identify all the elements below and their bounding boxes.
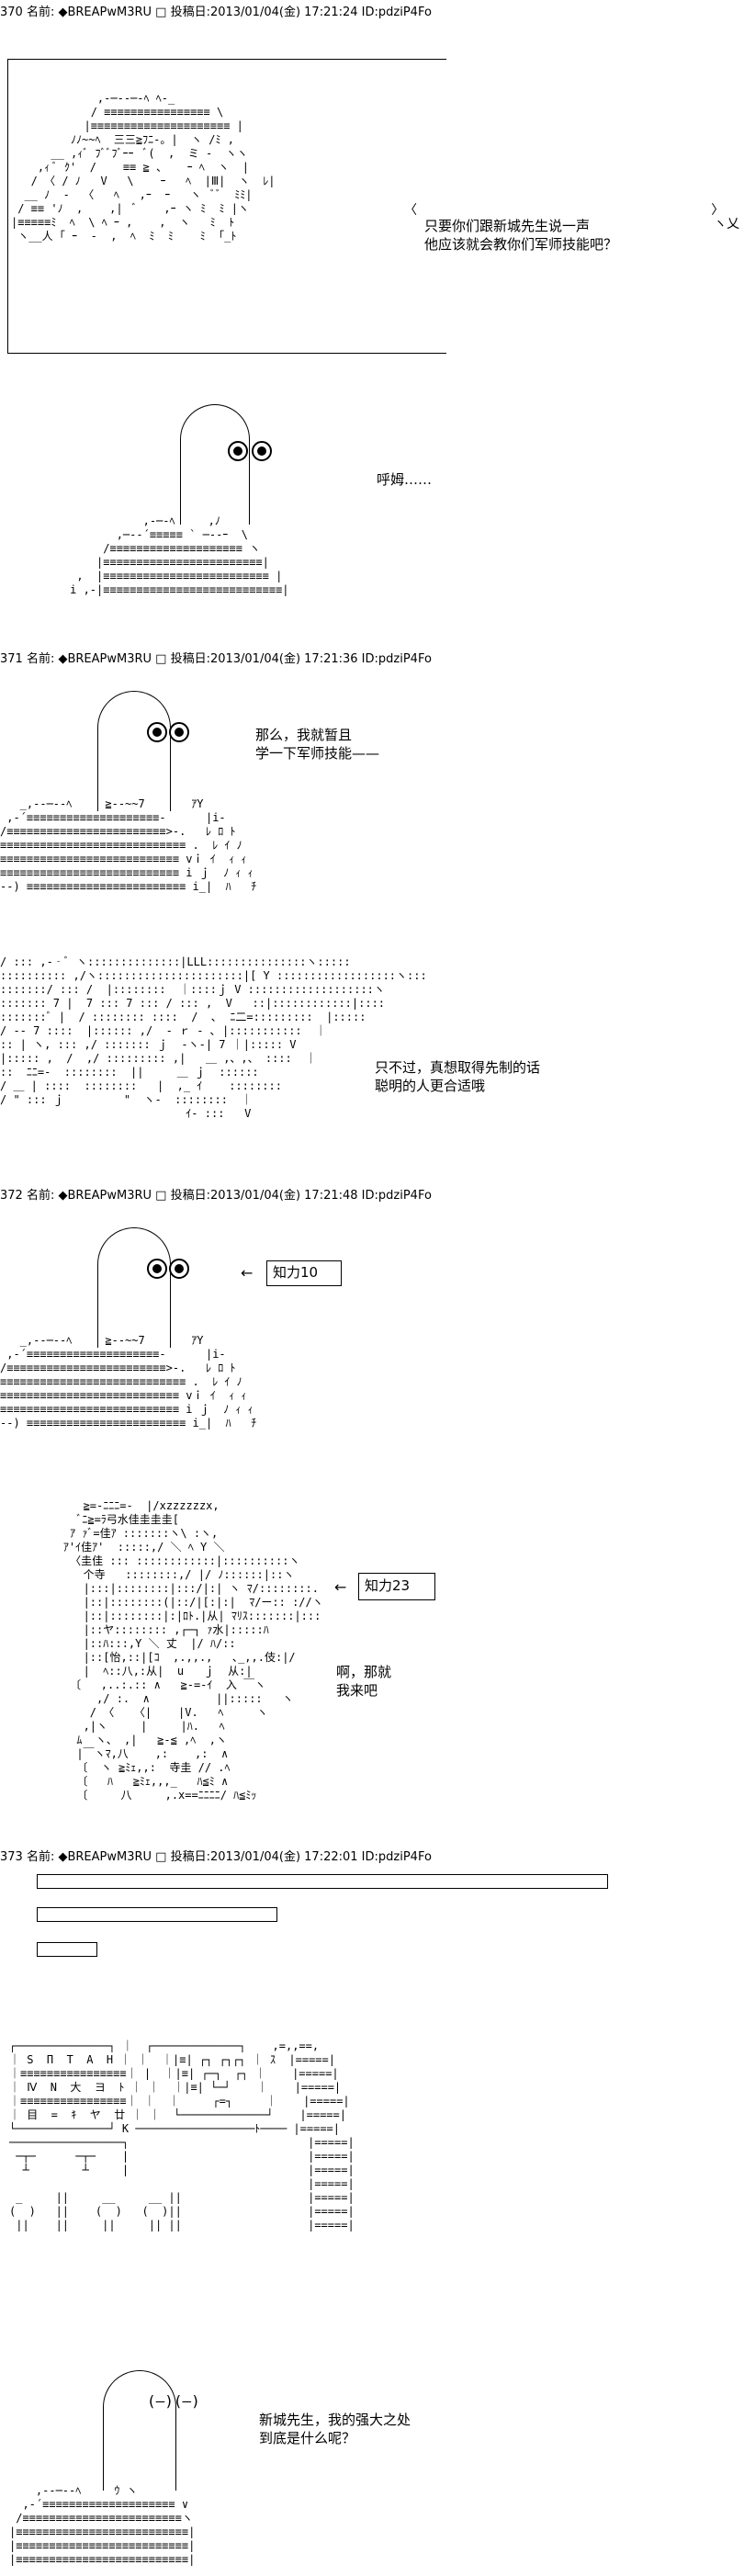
character-body-ascii: ,--─--ﾍ ｳ ヽ ,-´≡≡≡≡≡≡≡≡≡≡≡≡≡≡≡≡≡≡≡≡ ∨ /≡…: [9, 2484, 196, 2566]
speech-line: 那么，我就暂且: [255, 727, 353, 743]
stat-label: 知力10: [273, 1264, 319, 1281]
speech-line: 新城先生，我的强大之处: [259, 2412, 411, 2428]
character-eye: [169, 722, 189, 742]
speech-line: 啊，那就: [336, 1664, 392, 1680]
stat-box: 知力23: [358, 1573, 435, 1600]
post-header: 370 名前: ◆BREAPwM3RU □ 投稿日:2013/01/04(金) …: [0, 6, 432, 19]
stat-label: 知力23: [365, 1577, 411, 1594]
speech-line: 只不过，真想取得先制的话: [375, 1059, 541, 1076]
speech-line: 他应该就会教你们军师技能吧？: [424, 236, 618, 253]
speech-line: 到底是什么呢？: [259, 2430, 356, 2446]
character-eye: [147, 722, 167, 742]
speech-line: 我来吧: [336, 1682, 378, 1699]
scene-bar: [37, 1907, 277, 1922]
arrow-pointer: ←: [334, 1578, 347, 1596]
character-head: [97, 691, 171, 811]
speech-text: 呼姆……: [377, 471, 433, 488]
speech-line: 只要你们跟新城先生说一声: [424, 218, 591, 234]
post-header: 372 名前: ◆BREAPwM3RU □ 投稿日:2013/01/04(金) …: [0, 1189, 432, 1203]
character-eye: [169, 1259, 189, 1279]
stat-box: 知力10: [266, 1260, 342, 1286]
speech-line: 学一下军师技能——: [255, 745, 380, 762]
character-eye: [228, 441, 248, 461]
character-body-ascii: ,-─-ﾍ ,ﾉ ,─-‐´≡≡≡≡≡ ` ─--ｰ \ /≡≡≡≡≡≡≡≡≡≡…: [70, 514, 289, 596]
panel-left-border: [7, 59, 8, 353]
office-scene-ascii: ┌──────────────┐ ｜ ┌─────────────┐ ,=,,=…: [9, 2039, 355, 2231]
character-head: [103, 2370, 176, 2491]
speech-line: 聪明的人更合适哦: [375, 1078, 486, 1094]
speech-bubble-bracket: 〈 〉 ヽ乂: [404, 203, 740, 232]
scholar-character-ascii: / ::: ,-‐ﾞ ヽ::::::::::::::|LLL::::::::::…: [0, 955, 427, 1120]
panel-bottom-border: [7, 353, 446, 354]
character-closed-eyes: (‒)(‒): [147, 2392, 200, 2410]
panel-top-border: [7, 59, 446, 60]
character-eye: [252, 441, 272, 461]
character-eye: [147, 1259, 167, 1279]
girl-character-ascii: ≧=-ﾆﾆﾆ=- |/xzzzzzzx, ﾞﾆ≧=ﾗ弓水佳圭圭圭[ ｱ ｧﾞ=佳…: [62, 1499, 323, 1802]
scene-bar: [37, 1874, 608, 1889]
character-body-ascii: _,--─--ﾍ ≧--~~7 ｱY ,-´≡≡≡≡≡≡≡≡≡≡≡≡≡≡≡≡≡≡…: [0, 1334, 257, 1429]
character-head: [180, 404, 250, 525]
character-body-ascii: _,--─--ﾍ ≧--~~7 ｱY ,-´≡≡≡≡≡≡≡≡≡≡≡≡≡≡≡≡≡≡…: [0, 797, 257, 893]
crowd-ascii-art: ,-─--─‐ﾍ ﾍ-_ / ≡≡≡≡≡≡≡≡≡≡≡≡≡≡≡≡ \ |≡≡≡≡≡…: [11, 92, 276, 243]
post-header: 373 名前: ◆BREAPwM3RU □ 投稿日:2013/01/04(金) …: [0, 1850, 432, 1864]
character-head: [97, 1227, 171, 1348]
arrow-pointer: ←: [241, 1264, 254, 1282]
post-header: 371 名前: ◆BREAPwM3RU □ 投稿日:2013/01/04(金) …: [0, 652, 432, 666]
scene-bar: [37, 1942, 97, 1957]
